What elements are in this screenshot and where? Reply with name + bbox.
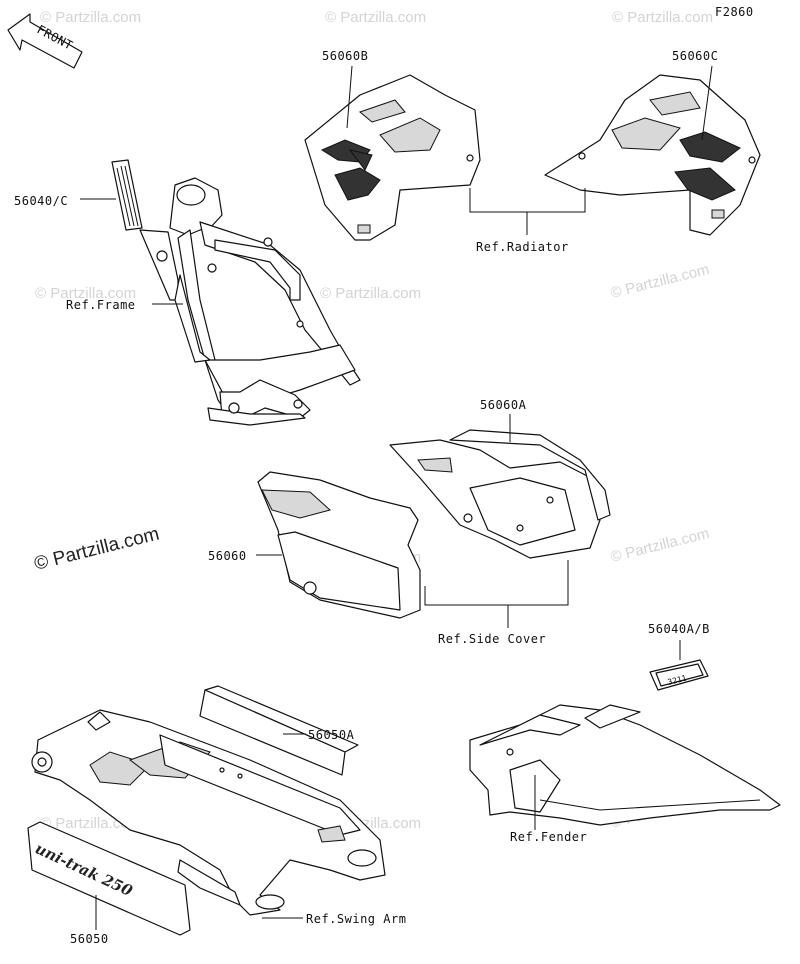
radiator-shroud-left bbox=[304, 74, 481, 241]
ref-swing-arm-label: Ref.Swing Arm bbox=[306, 912, 406, 926]
watermark: © Partzilla.com bbox=[320, 285, 421, 302]
part-56060B-leader bbox=[346, 65, 353, 129]
decal-56040C bbox=[111, 159, 143, 231]
watermark: © Partzilla.com bbox=[609, 261, 711, 302]
ref-fender-label: Ref.Fender bbox=[510, 830, 587, 844]
radiator-bracket-line bbox=[469, 188, 586, 213]
decal-56050A bbox=[199, 685, 359, 776]
side-cover-bracket-line bbox=[424, 560, 569, 606]
part-56040AB-label: 56040A/B bbox=[648, 622, 710, 636]
part-56060C-label: 56060C bbox=[672, 49, 718, 63]
part-56050A-label: 56050A bbox=[308, 728, 355, 742]
part-56040C-label: 56040/C bbox=[14, 194, 68, 208]
watermark: © Partzilla.com bbox=[612, 9, 713, 26]
frame-part bbox=[139, 177, 361, 426]
ref-frame-label: Ref.Frame bbox=[66, 298, 136, 312]
watermark: © Partzilla.com bbox=[40, 9, 141, 26]
rear-fender-part bbox=[469, 704, 781, 826]
part-56060C-leader bbox=[701, 65, 713, 141]
watermark: © Partzilla.com bbox=[35, 285, 136, 302]
copyright-text: © Partzilla.com bbox=[32, 524, 161, 575]
figure-code: F2860 bbox=[715, 5, 754, 19]
part-56050-label: 56050 bbox=[70, 932, 109, 946]
ref-radiator-label: Ref.Radiator bbox=[476, 240, 569, 254]
part-56060A-label: 56060A bbox=[480, 398, 527, 412]
radiator-shroud-right bbox=[544, 74, 761, 236]
part-56060-label: 56060 bbox=[208, 549, 247, 563]
side-cover-right bbox=[389, 429, 611, 559]
watermark: © Partzilla.com bbox=[609, 525, 711, 566]
watermark: © Partzilla.com bbox=[325, 9, 426, 26]
side-cover-left bbox=[257, 471, 421, 619]
swing-arm-part bbox=[31, 709, 386, 916]
ref-side-cover-label: Ref.Side Cover bbox=[438, 632, 546, 646]
part-56060B-label: 56060B bbox=[322, 49, 368, 63]
emblem-56040AB: 3211 bbox=[649, 659, 709, 691]
